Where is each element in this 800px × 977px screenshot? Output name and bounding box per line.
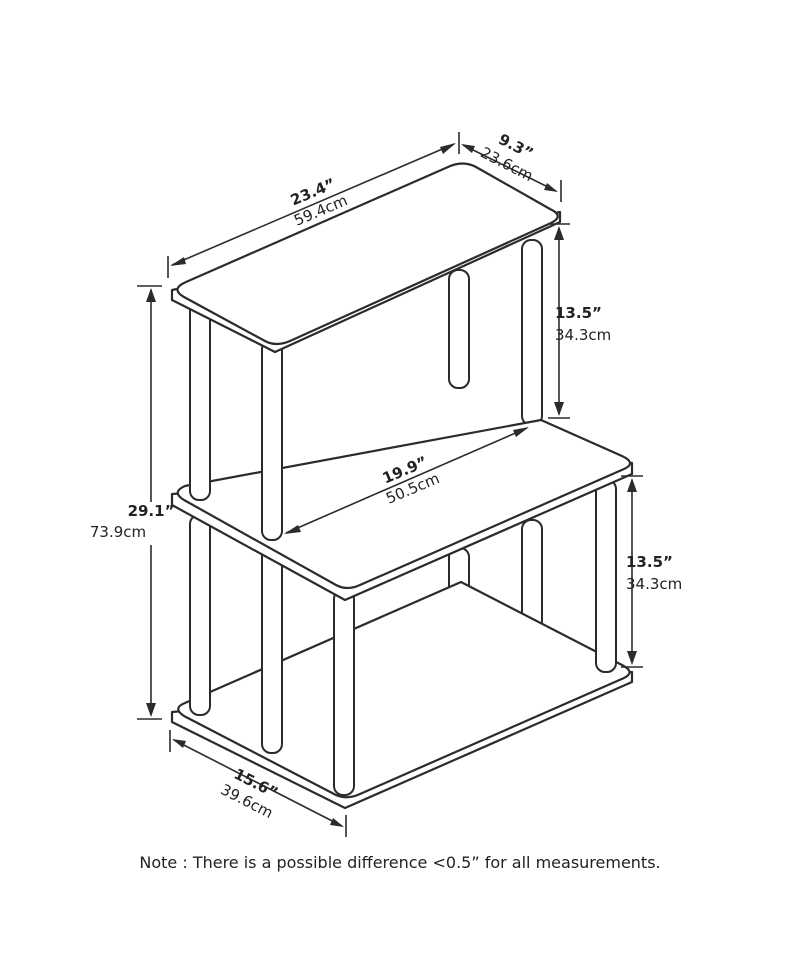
leg-upper-front-right [261, 339, 283, 541]
leg-bottom-right [595, 479, 617, 673]
dim-total-height: 29.1” 73.9cm [90, 285, 175, 720]
measurement-note: Note : There is a possible difference <0… [139, 853, 661, 872]
leg-top-back-right [521, 239, 543, 426]
leg-bottom-front-right [333, 589, 355, 796]
dim-lower-height: 13.5” 34.3cm [621, 475, 682, 668]
leg-bottom-front-mid [261, 537, 283, 754]
top-shelf [170, 162, 562, 354]
upper-section-legs [189, 299, 283, 541]
dim-lower-height-inch: 13.5” [626, 553, 673, 571]
middle-shelf [170, 418, 634, 602]
leg-upper-front-left [189, 299, 211, 501]
dim-top-width: 23.4” 59.4cm [167, 132, 460, 278]
middle-shelf-top [176, 418, 632, 590]
bottom-shelf-top [177, 580, 631, 799]
dim-total-height-cm: 73.9cm [90, 523, 146, 541]
dim-upper-height-inch: 13.5” [555, 304, 602, 322]
dim-lower-height-cm: 34.3cm [626, 575, 682, 593]
dim-upper-height-cm: 34.3cm [555, 326, 611, 344]
dim-upper-height: 13.5” 34.3cm [548, 223, 611, 419]
leg-bottom-front-left [189, 514, 211, 716]
leg-top-back [448, 269, 470, 389]
bottom-shelf [170, 580, 634, 810]
dim-total-height-inch: 29.1” [128, 502, 175, 520]
top-shelf-top [176, 162, 559, 346]
back-legs [448, 239, 543, 639]
